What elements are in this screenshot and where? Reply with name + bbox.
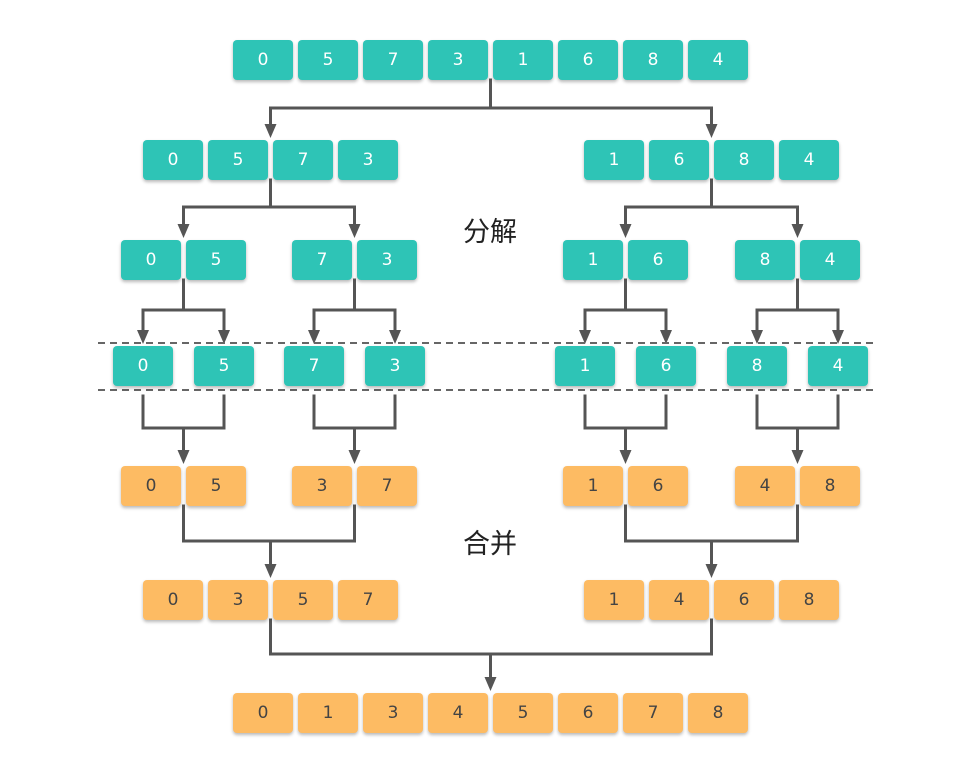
cell-split-level-2: 7 — [292, 240, 352, 280]
cell-split-level-2: 6 — [628, 240, 688, 280]
cell-split-level-3: 6 — [636, 346, 696, 386]
arrow-head — [579, 330, 591, 344]
arrow-head — [218, 330, 230, 344]
cell-split-level-2: 1 — [563, 240, 623, 280]
cell-sorted-array: 5 — [493, 693, 553, 733]
cell-sorted-array: 8 — [688, 693, 748, 733]
cell-split-level-2: 8 — [735, 240, 795, 280]
cell-sorted-array: 3 — [363, 693, 423, 733]
cell-merge-level-1: 1 — [563, 466, 623, 506]
cell-original-array: 3 — [428, 40, 488, 80]
cell-merge-level-1: 7 — [357, 466, 417, 506]
cell-original-array: 1 — [493, 40, 553, 80]
cell-original-array: 5 — [298, 40, 358, 80]
cell-split-level-1: 0 — [143, 140, 203, 180]
cell-split-level-3: 5 — [194, 346, 254, 386]
arrow-head — [137, 330, 149, 344]
arrow-head — [177, 450, 190, 464]
cell-split-level-2: 0 — [121, 240, 181, 280]
cell-merge-level-1: 6 — [628, 466, 688, 506]
cell-original-array: 4 — [688, 40, 748, 80]
arrow-head — [791, 224, 804, 238]
cell-split-level-3: 8 — [727, 346, 787, 386]
arrow-head — [308, 330, 320, 344]
cell-split-level-2: 4 — [800, 240, 860, 280]
cell-original-array: 7 — [363, 40, 423, 80]
merge-phase-label: 合并 — [463, 529, 517, 560]
cell-sorted-array: 4 — [428, 693, 488, 733]
cell-merge-level-1: 3 — [292, 466, 352, 506]
cell-sorted-array: 6 — [558, 693, 618, 733]
arrow-head — [791, 450, 804, 464]
arrow-head — [705, 564, 718, 578]
cell-merge-level-1: 4 — [735, 466, 795, 506]
arrow-head — [348, 450, 361, 464]
cell-split-level-3: 0 — [113, 346, 173, 386]
cell-split-level-1: 7 — [273, 140, 333, 180]
cell-merge-level-2: 7 — [338, 580, 398, 620]
cell-split-level-1: 4 — [779, 140, 839, 180]
cell-split-level-2: 5 — [186, 240, 246, 280]
cell-merge-level-1: 5 — [186, 466, 246, 506]
cell-merge-level-2: 4 — [649, 580, 709, 620]
cell-split-level-1: 5 — [208, 140, 268, 180]
cell-split-level-1: 8 — [714, 140, 774, 180]
arrow-head — [264, 564, 277, 578]
cell-merge-level-1: 8 — [800, 466, 860, 506]
cell-merge-level-2: 8 — [779, 580, 839, 620]
cell-split-level-1: 1 — [584, 140, 644, 180]
cell-merge-level-1: 0 — [121, 466, 181, 506]
cell-original-array: 6 — [558, 40, 618, 80]
cell-split-level-3: 4 — [808, 346, 868, 386]
arrow-head — [751, 330, 763, 344]
cell-split-level-3: 7 — [284, 346, 344, 386]
cell-split-level-2: 3 — [357, 240, 417, 280]
cell-original-array: 8 — [623, 40, 683, 80]
split-phase-label: 分解 — [463, 217, 517, 248]
arrow-head — [484, 677, 497, 691]
arrow-head — [619, 224, 632, 238]
cell-original-array: 0 — [233, 40, 293, 80]
cell-sorted-array: 1 — [298, 693, 358, 733]
cell-merge-level-2: 5 — [273, 580, 333, 620]
arrow-head — [619, 450, 632, 464]
cell-sorted-array: 7 — [623, 693, 683, 733]
cell-split-level-1: 3 — [338, 140, 398, 180]
cell-merge-level-2: 6 — [714, 580, 774, 620]
cell-merge-level-2: 3 — [208, 580, 268, 620]
cell-split-level-3: 1 — [555, 346, 615, 386]
cell-sorted-array: 0 — [233, 693, 293, 733]
arrow-head — [264, 124, 277, 138]
arrow-head — [348, 224, 361, 238]
arrow-head — [832, 330, 844, 344]
arrow-head — [660, 330, 672, 344]
cell-merge-level-2: 1 — [584, 580, 644, 620]
arrow-head — [705, 124, 718, 138]
cell-split-level-3: 3 — [365, 346, 425, 386]
cell-merge-level-2: 0 — [143, 580, 203, 620]
cell-split-level-1: 6 — [649, 140, 709, 180]
arrow-head — [177, 224, 190, 238]
arrow-head — [389, 330, 401, 344]
